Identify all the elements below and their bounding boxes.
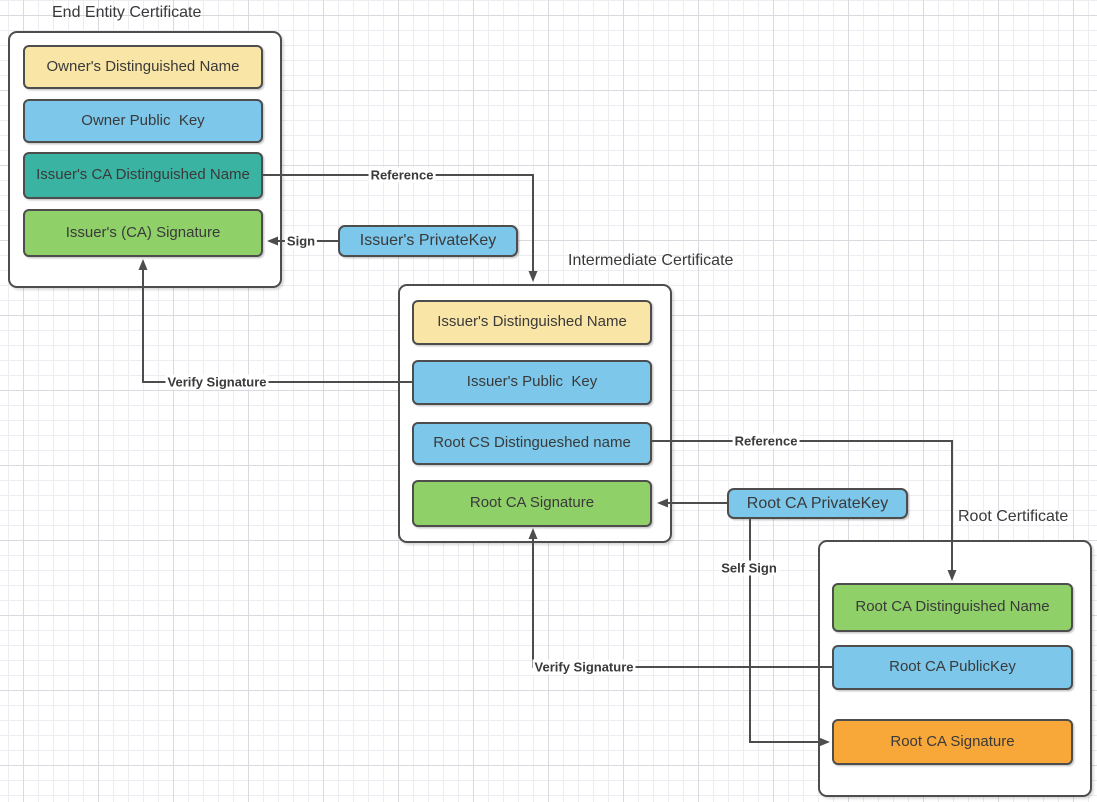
sign-label: Sign	[284, 233, 318, 249]
self-sign-label: Self Sign	[719, 560, 779, 576]
issuers-ca-distinguished-name-box: Issuer's CA Distinguished Name	[23, 152, 263, 199]
issuers-distinguished-name-box: Issuer's Distinguished Name	[412, 300, 652, 345]
root-ca-privatekey-box: Root CA PrivateKey	[727, 488, 908, 519]
issuers-privatekey-box: Issuer's PrivateKey	[338, 225, 518, 257]
owners-distinguished-name-box: Owner's Distinguished Name	[23, 45, 263, 89]
verify-signature-bottom-label: Verify Signature	[532, 659, 636, 675]
owner-public-key-box: Owner Public Key	[23, 99, 263, 143]
issuers-ca-signature-box: Issuer's (CA) Signature	[23, 209, 263, 257]
reference-mid-label: Reference	[732, 433, 800, 449]
connector-verify-signature-bottom	[528, 528, 832, 668]
verify-signature-left-label: Verify Signature	[165, 374, 269, 390]
root-ca-signature-box: Root CA Signature	[832, 719, 1073, 765]
intermediate-certificate-title: Intermediate Certificate	[568, 252, 734, 269]
reference-top-label: Reference	[368, 167, 436, 183]
issuers-public-key-box: Issuer's Public Key	[412, 360, 652, 405]
root-cs-distingueshed-name-box: Root CS Distingueshed name	[412, 422, 652, 465]
root-ca-publickey-box: Root CA PublicKey	[832, 645, 1073, 690]
root-certificate-title: Root Certificate	[958, 508, 1069, 525]
end-entity-certificate-title: End Entity Certificate	[52, 4, 202, 21]
intermediate-root-ca-signature-box: Root CA Signature	[412, 480, 652, 527]
connector-self-sign	[749, 519, 830, 747]
root-ca-distinguished-name-box: Root CA Distinguished Name	[832, 583, 1073, 632]
